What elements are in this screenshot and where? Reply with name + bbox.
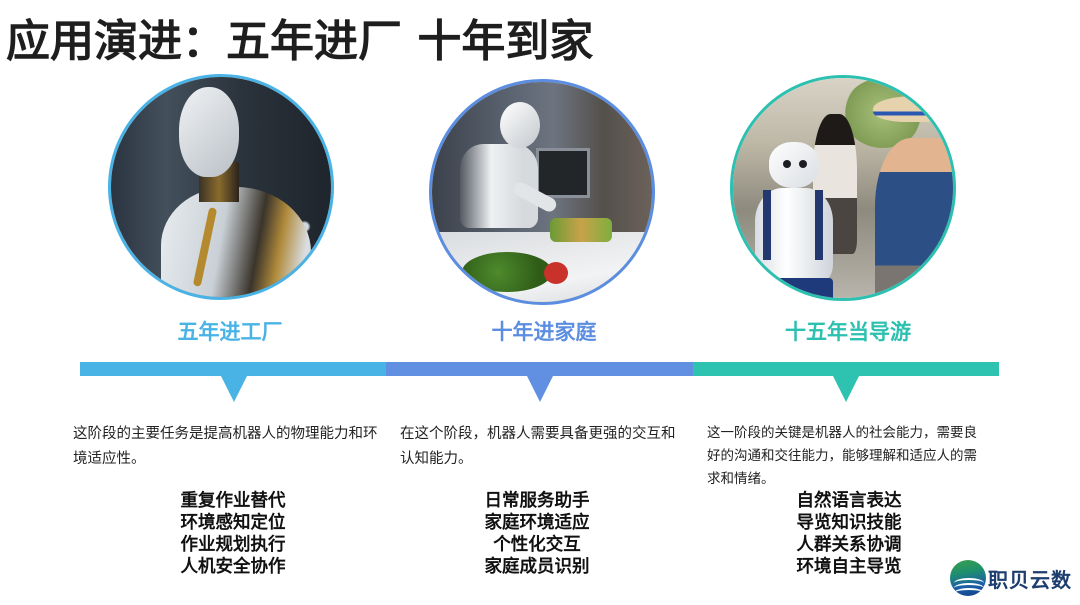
robot-head xyxy=(179,87,239,177)
logo-wave xyxy=(954,578,984,588)
oven xyxy=(536,148,590,198)
stage-2-feature-list: 日常服务助手 家庭环境适应 个性化交互 家庭成员识别 xyxy=(437,490,637,578)
feature-item: 人群关系协调 xyxy=(796,535,902,555)
robot-eye xyxy=(799,160,807,168)
robot-head xyxy=(769,142,819,188)
timeline-pointer-2-icon xyxy=(527,376,553,402)
straw-hat xyxy=(873,96,953,122)
feature-item: 环境感知定位 xyxy=(180,513,286,533)
timeline-segment-3 xyxy=(693,362,999,376)
salad-tray xyxy=(550,218,612,242)
robot-eye xyxy=(783,160,791,168)
logo-wave xyxy=(954,583,984,593)
stage-1-feature-list: 重复作业替代 环境感知定位 作业规划执行 人机安全协作 xyxy=(133,490,333,578)
feature-item: 家庭环境适应 xyxy=(484,513,590,533)
timeline-segment-1 xyxy=(80,362,386,376)
feature-item: 人机安全协作 xyxy=(180,557,286,577)
feature-item: 环境自主导览 xyxy=(796,557,902,577)
stage-1-description: 这阶段的主要任务是提高机器人的物理能力和环境适应性。 xyxy=(73,426,378,467)
timeline-pointer-3-icon xyxy=(833,376,859,402)
robot-strap xyxy=(815,190,823,260)
stage-3-label: 十五年当导游 xyxy=(785,320,911,344)
feature-item: 个性化交互 xyxy=(493,535,581,555)
feature-item: 重复作业替代 xyxy=(180,491,286,511)
suitcase xyxy=(763,278,833,298)
timeline-pointer-1-icon xyxy=(221,376,247,402)
stage-3-photo-tour-guide-robot xyxy=(730,75,956,301)
timeline-segment-2 xyxy=(386,362,693,376)
stage-3-feature-list: 自然语言表达 导览知识技能 人群关系协调 环境自主导览 xyxy=(749,490,949,578)
vegetables xyxy=(462,252,552,292)
page-title: 应用演进：五年进厂 十年到家 xyxy=(6,16,594,67)
stage-2-photo-kitchen-robot xyxy=(429,79,655,305)
feature-item: 家庭成员识别 xyxy=(484,557,590,577)
brand-name: 职贝云数 xyxy=(988,567,1072,592)
stage-3-description: 这一阶段的关键是机器人的社会能力，需要良好的沟通和交往能力，能够理解和适应人的需… xyxy=(707,425,977,487)
stage-1-photo-humanoid-robot xyxy=(108,74,334,300)
robot-head xyxy=(500,102,540,148)
robot-torso xyxy=(161,187,311,297)
stage-1-label: 五年进工厂 xyxy=(177,320,283,344)
feature-item: 作业规划执行 xyxy=(180,535,286,555)
timeline-bar xyxy=(80,362,999,376)
feature-item: 日常服务助手 xyxy=(484,491,590,511)
tourist-person xyxy=(875,138,953,298)
wave-globe-logo-icon xyxy=(950,560,986,596)
stage-2-label: 十年进家庭 xyxy=(491,320,597,344)
brand-logo: 职贝云数 xyxy=(950,560,1072,596)
feature-item: 导览知识技能 xyxy=(796,513,902,533)
tomato xyxy=(544,262,568,284)
robot-strap xyxy=(763,190,771,260)
stage-2-description: 在这个阶段，机器人需要具备更强的交互和认知能力。 xyxy=(400,426,676,467)
feature-item: 自然语言表达 xyxy=(796,491,902,511)
logo-wave xyxy=(954,588,984,596)
